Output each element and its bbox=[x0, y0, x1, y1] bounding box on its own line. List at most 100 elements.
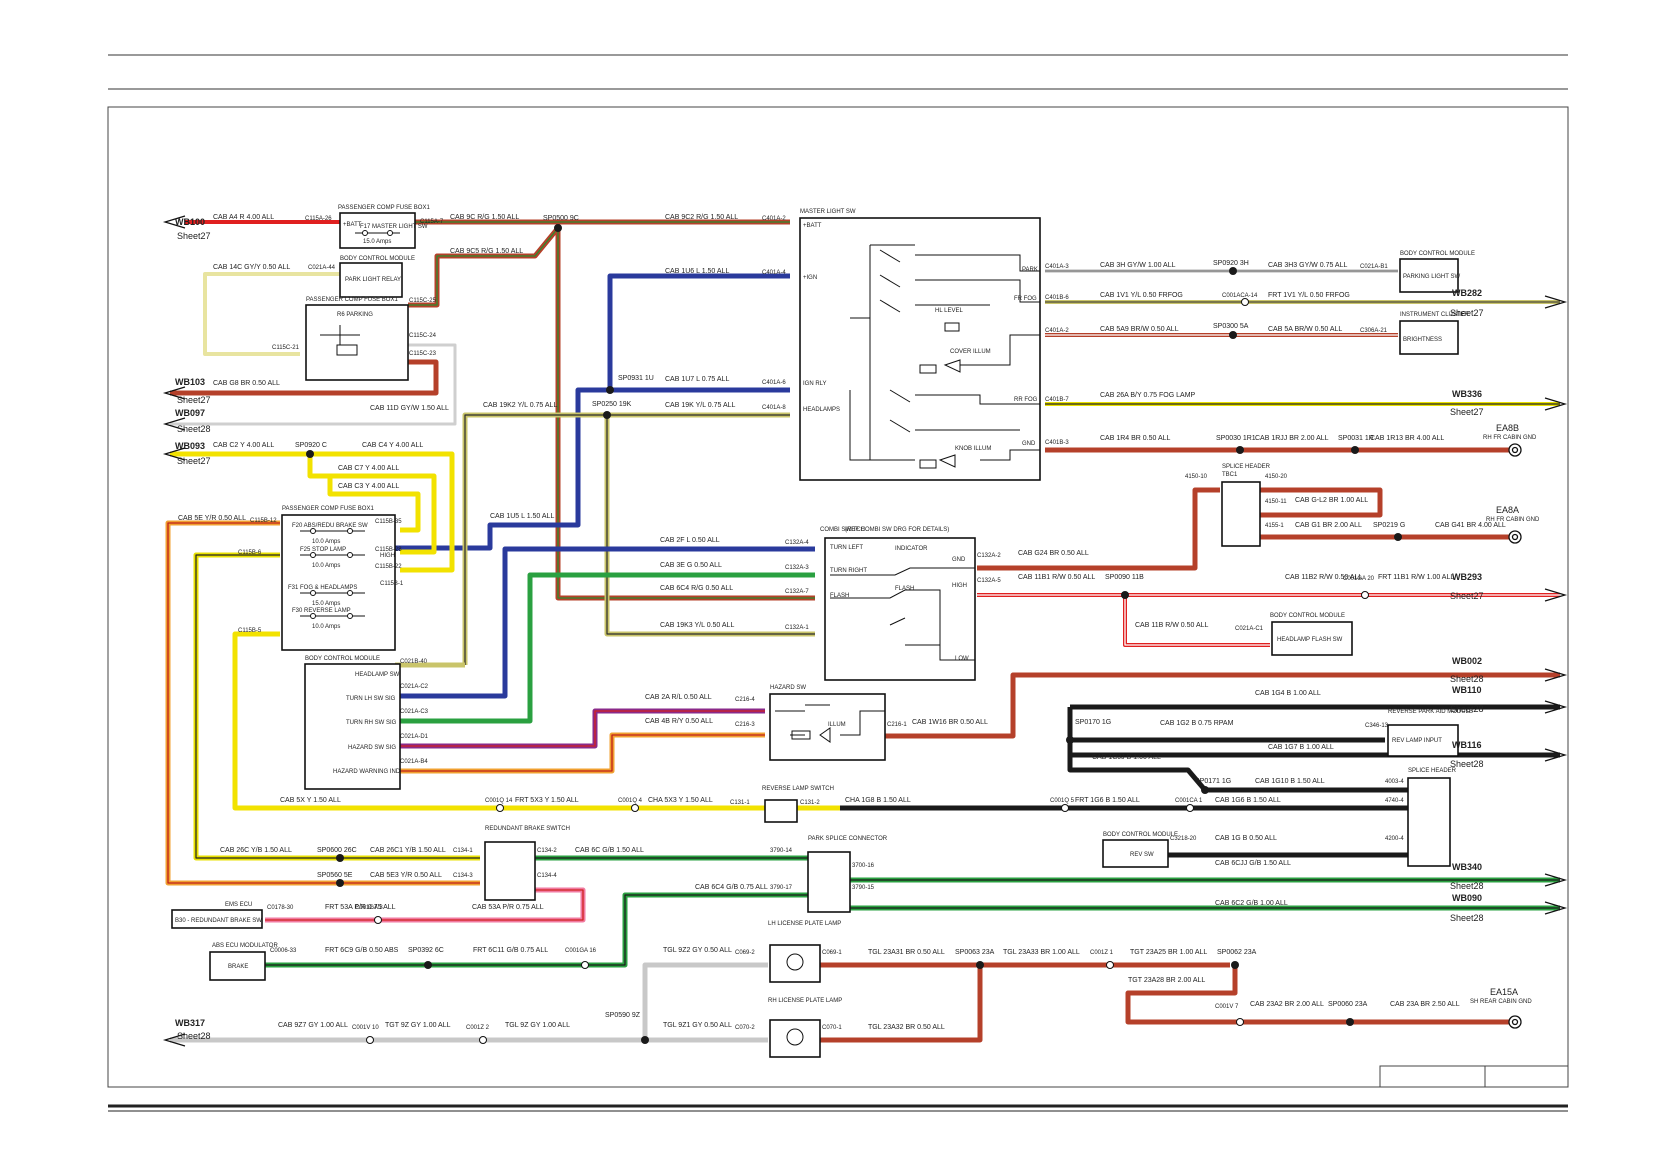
combi-internals bbox=[830, 567, 975, 661]
svg-text:CAB 3H3 GY/W 0.75 ALL: CAB 3H3 GY/W 0.75 ALL bbox=[1268, 262, 1347, 269]
svg-text:C131-1: C131-1 bbox=[730, 800, 750, 806]
svg-text:SP0920 3H: SP0920 3H bbox=[1213, 260, 1249, 267]
svg-text:CAB 1U7 L 0.75 ALL: CAB 1U7 L 0.75 ALL bbox=[665, 376, 729, 383]
svg-text:3700-16: 3700-16 bbox=[852, 863, 875, 869]
svg-text:C115C-25: C115C-25 bbox=[409, 298, 437, 304]
svg-text:F17 MASTER LIGHT SW: F17 MASTER LIGHT SW bbox=[360, 224, 428, 230]
wire-3e bbox=[395, 572, 815, 724]
abs-ecu bbox=[209, 951, 266, 981]
svg-text:CAB G24 BR 0.50 ALL: CAB G24 BR 0.50 ALL bbox=[1018, 550, 1089, 557]
wire-9z2 bbox=[642, 962, 768, 1040]
ref-wb282-sheet: Sheet27 bbox=[1450, 308, 1484, 318]
svg-text:PASSENGER COMP FUSE BOX1: PASSENGER COMP FUSE BOX1 bbox=[282, 506, 374, 512]
svg-text:SP0030 1R1: SP0030 1R1 bbox=[1216, 435, 1256, 442]
ref-wb336-sheet: Sheet27 bbox=[1450, 407, 1484, 417]
svg-text:C0178-30: C0178-30 bbox=[267, 905, 294, 911]
svg-text:3790-15: 3790-15 bbox=[852, 885, 875, 891]
svg-text:EMS ECU: EMS ECU bbox=[225, 902, 252, 908]
svg-text:C021A-D1: C021A-D1 bbox=[400, 734, 429, 740]
svg-text:CAB 6C2 G/B 1.00 ALL: CAB 6C2 G/B 1.00 ALL bbox=[1215, 900, 1288, 907]
ground-ea8a-desc: RH FR CABIN GND bbox=[1486, 517, 1540, 523]
svg-text:C001GA 3: C001GA 3 bbox=[355, 905, 383, 911]
svg-text:C021A-B4: C021A-B4 bbox=[400, 759, 428, 765]
ref-wb110: WB110 bbox=[1452, 685, 1482, 695]
svg-text:HEADLAMP FLASH SW: HEADLAMP FLASH SW bbox=[1277, 637, 1343, 643]
svg-text:SP0600 26C: SP0600 26C bbox=[317, 847, 357, 854]
svg-text:CAB 1R4 BR 0.50 ALL: CAB 1R4 BR 0.50 ALL bbox=[1100, 435, 1171, 442]
svg-text:C069-2: C069-2 bbox=[735, 950, 755, 956]
svg-text:TURN RH SW SIG: TURN RH SW SIG bbox=[346, 720, 397, 726]
svg-text:REVERSE LAMP SWITCH: REVERSE LAMP SWITCH bbox=[762, 786, 834, 792]
svg-text:GND: GND bbox=[952, 557, 966, 563]
svg-text:CAB 11D GY/W 1.50 ALL: CAB 11D GY/W 1.50 ALL bbox=[370, 405, 449, 412]
svg-text:HAZARD WARNING IND: HAZARD WARNING IND bbox=[333, 769, 401, 775]
svg-text:CHA 5X3 Y 1.50 ALL: CHA 5X3 Y 1.50 ALL bbox=[648, 797, 713, 804]
svg-text:CAB 26A B/Y 0.75 FOG LAMP: CAB 26A B/Y 0.75 FOG LAMP bbox=[1100, 392, 1196, 399]
ref-wb100: WB100 bbox=[175, 217, 205, 227]
svg-text:15.0 Amps: 15.0 Amps bbox=[363, 239, 391, 245]
svg-text:FRT 6C9 G/B 0.50 ABS: FRT 6C9 G/B 0.50 ABS bbox=[325, 947, 399, 954]
svg-text:CAB 2F L 0.50 ALL: CAB 2F L 0.50 ALL bbox=[660, 537, 720, 544]
svg-text:CAB 6C4 G/B 0.75 ALL: CAB 6C4 G/B 0.75 ALL bbox=[695, 884, 768, 891]
connector-labels: C115A-26 C115A-7 C401A-2 C021A-44 C115C-… bbox=[238, 216, 1404, 1031]
svg-text:C401B-6: C401B-6 bbox=[1045, 295, 1069, 301]
svg-text:PASSENGER COMP FUSE BOX1: PASSENGER COMP FUSE BOX1 bbox=[338, 205, 430, 211]
splice-dots bbox=[306, 224, 1402, 1044]
svg-text:REV SW: REV SW bbox=[1130, 852, 1154, 858]
svg-text:CAB 5E Y/R 0.50 ALL: CAB 5E Y/R 0.50 ALL bbox=[178, 515, 246, 522]
svg-text:CAB 5X Y 1.50 ALL: CAB 5X Y 1.50 ALL bbox=[280, 797, 341, 804]
svg-text:CAB 1U5 L 1.50 ALL: CAB 1U5 L 1.50 ALL bbox=[490, 513, 554, 520]
ref-wb100-sheet: Sheet27 bbox=[177, 231, 211, 241]
drawing-border bbox=[107, 106, 1569, 1088]
svg-text:INSTRUMENT CLUSTER: INSTRUMENT CLUSTER bbox=[1400, 312, 1470, 318]
svg-text:REVERSE PARK AID MODULE: REVERSE PARK AID MODULE bbox=[1388, 709, 1473, 715]
ground-ea15a: EA15A bbox=[1490, 987, 1518, 997]
ref-wb317: WB317 bbox=[175, 1018, 205, 1028]
svg-text:COVER ILLUM: COVER ILLUM bbox=[950, 349, 991, 355]
combi-switch bbox=[824, 537, 976, 681]
svg-text:SPLICE HEADER: SPLICE HEADER bbox=[1408, 768, 1457, 774]
svg-text:CAB 1GJJ B 1.00 ALL: CAB 1GJJ B 1.00 ALL bbox=[1092, 754, 1161, 761]
svg-text:C001Z 1: C001Z 1 bbox=[1090, 950, 1114, 956]
svg-text:CAB 6C4 R/G 0.50 ALL: CAB 6C4 R/G 0.50 ALL bbox=[660, 585, 733, 592]
svg-text:TGL 23A33 BR 1.00 ALL: TGL 23A33 BR 1.00 ALL bbox=[1003, 949, 1080, 956]
svg-text:CAB 1G10 B 1.50 ALL: CAB 1G10 B 1.50 ALL bbox=[1255, 778, 1325, 785]
svg-text:C001GA 16: C001GA 16 bbox=[565, 948, 597, 954]
svg-text:SP0171 1G: SP0171 1G bbox=[1195, 778, 1231, 785]
svg-text:C132A-5: C132A-5 bbox=[977, 578, 1001, 584]
svg-text:C132A-3: C132A-3 bbox=[785, 565, 809, 571]
wire-labels: CAB A4 R 4.00 ALL CAB 9C R/G 1.50 ALL CA… bbox=[178, 214, 1506, 1031]
svg-text:PARK SPLICE CONNECTOR: PARK SPLICE CONNECTOR bbox=[808, 836, 888, 842]
svg-text:HAZARD SW: HAZARD SW bbox=[770, 685, 806, 691]
svg-text:CAB G1 BR 2.00 ALL: CAB G1 BR 2.00 ALL bbox=[1295, 522, 1362, 529]
title-block bbox=[1379, 1065, 1569, 1088]
svg-text:SP0560 5E: SP0560 5E bbox=[317, 872, 353, 879]
inline-connectors bbox=[366, 298, 1369, 1044]
svg-text:F30 REVERSE LAMP: F30 REVERSE LAMP bbox=[292, 608, 351, 614]
svg-text:SP0219 G: SP0219 G bbox=[1373, 522, 1405, 529]
wire-c7 bbox=[307, 454, 437, 555]
svg-text:C001V 7: C001V 7 bbox=[1215, 1004, 1239, 1010]
ref-wb097-sheet: Sheet28 bbox=[177, 424, 211, 434]
svg-text:CAB 6CJJ G/B 1.50 ALL: CAB 6CJJ G/B 1.50 ALL bbox=[1215, 860, 1291, 867]
splice-header-right bbox=[1407, 777, 1451, 867]
svg-text:TGL 23A31 BR 0.50 ALL: TGL 23A31 BR 0.50 ALL bbox=[868, 949, 945, 956]
svg-text:COMBI SWITCH: COMBI SWITCH bbox=[820, 527, 865, 533]
ref-wb116-sheet: Sheet28 bbox=[1450, 759, 1484, 769]
svg-text:BRAKE: BRAKE bbox=[228, 964, 248, 970]
svg-text:CAB 9C R/G 1.50 ALL: CAB 9C R/G 1.50 ALL bbox=[450, 214, 519, 221]
svg-text:C216-4: C216-4 bbox=[735, 697, 755, 703]
svg-text:C401A-6: C401A-6 bbox=[762, 380, 786, 386]
svg-text:C132A-7: C132A-7 bbox=[785, 589, 809, 595]
svg-text:C115C-23: C115C-23 bbox=[409, 351, 437, 357]
wire-23a32 bbox=[820, 965, 983, 1043]
svg-text:PARKING LIGHT SW: PARKING LIGHT SW bbox=[1403, 274, 1460, 280]
svg-text:10.0 Amps: 10.0 Amps bbox=[312, 563, 340, 569]
svg-text:C001Q 14: C001Q 14 bbox=[485, 798, 513, 804]
ref-wb090: WB090 bbox=[1452, 893, 1482, 903]
svg-text:CAB G8 BR 0.50 ALL: CAB G8 BR 0.50 ALL bbox=[213, 380, 280, 387]
svg-text:4150-10: 4150-10 bbox=[1185, 474, 1208, 480]
svg-text:C001Q 5: C001Q 5 bbox=[1050, 798, 1075, 804]
svg-text:FRT 1V1 Y/L 0.50 FRFOG: FRT 1V1 Y/L 0.50 FRFOG bbox=[1268, 292, 1350, 299]
ref-wb002-sheet: Sheet28 bbox=[1450, 674, 1484, 684]
